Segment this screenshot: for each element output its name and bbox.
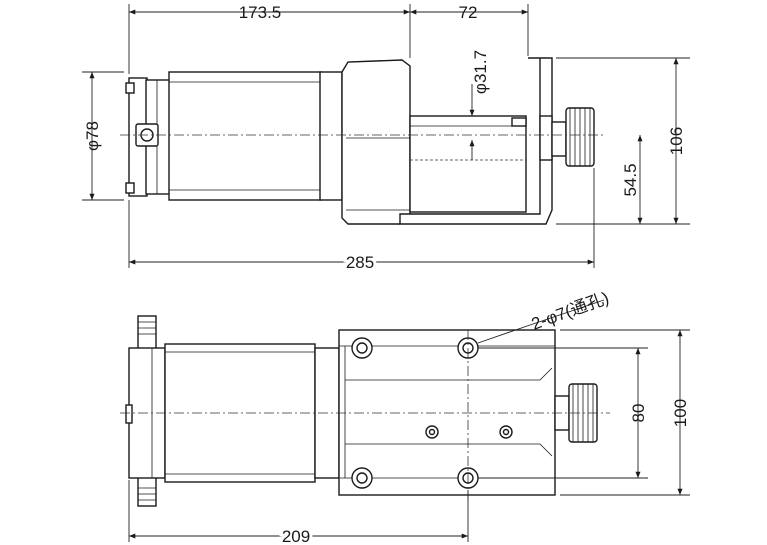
dim-total-height: 106 (667, 127, 686, 155)
motor-body (168, 71, 322, 201)
dim-drum-diameter: φ31.7 (471, 50, 490, 94)
tie-rod-nut-top (125, 82, 135, 94)
tie-rod-nut-bottom (125, 182, 135, 194)
mounting-hole-bottom-left (351, 467, 373, 489)
side-view (120, 57, 605, 225)
cable-drum (409, 115, 527, 213)
gearbox-housing (341, 59, 411, 225)
dim-center-height: 54.5 (621, 163, 640, 196)
small-screw-right (499, 425, 513, 439)
side-view-dimensions: 173.5 72 φ31.7 φ78 106 54.5 285 (82, 3, 690, 275)
dim-base-width: 100 (671, 399, 690, 427)
hole-note: 2-φ7(通孔) (529, 288, 612, 334)
base-plate (338, 329, 556, 496)
dim-length-left: 173.5 (239, 3, 282, 22)
dim-hole-spacing: 80 (629, 404, 648, 423)
dim-motor-diameter: φ78 (83, 121, 102, 151)
dim-total-length: 285 (346, 253, 374, 272)
small-screw-left (425, 425, 439, 439)
mounting-hole-top-left (351, 337, 373, 359)
end-bracket (399, 57, 553, 225)
dim-bottom-length: 209 (282, 527, 310, 545)
plan-view (120, 315, 610, 507)
dim-length-right: 72 (459, 3, 478, 22)
